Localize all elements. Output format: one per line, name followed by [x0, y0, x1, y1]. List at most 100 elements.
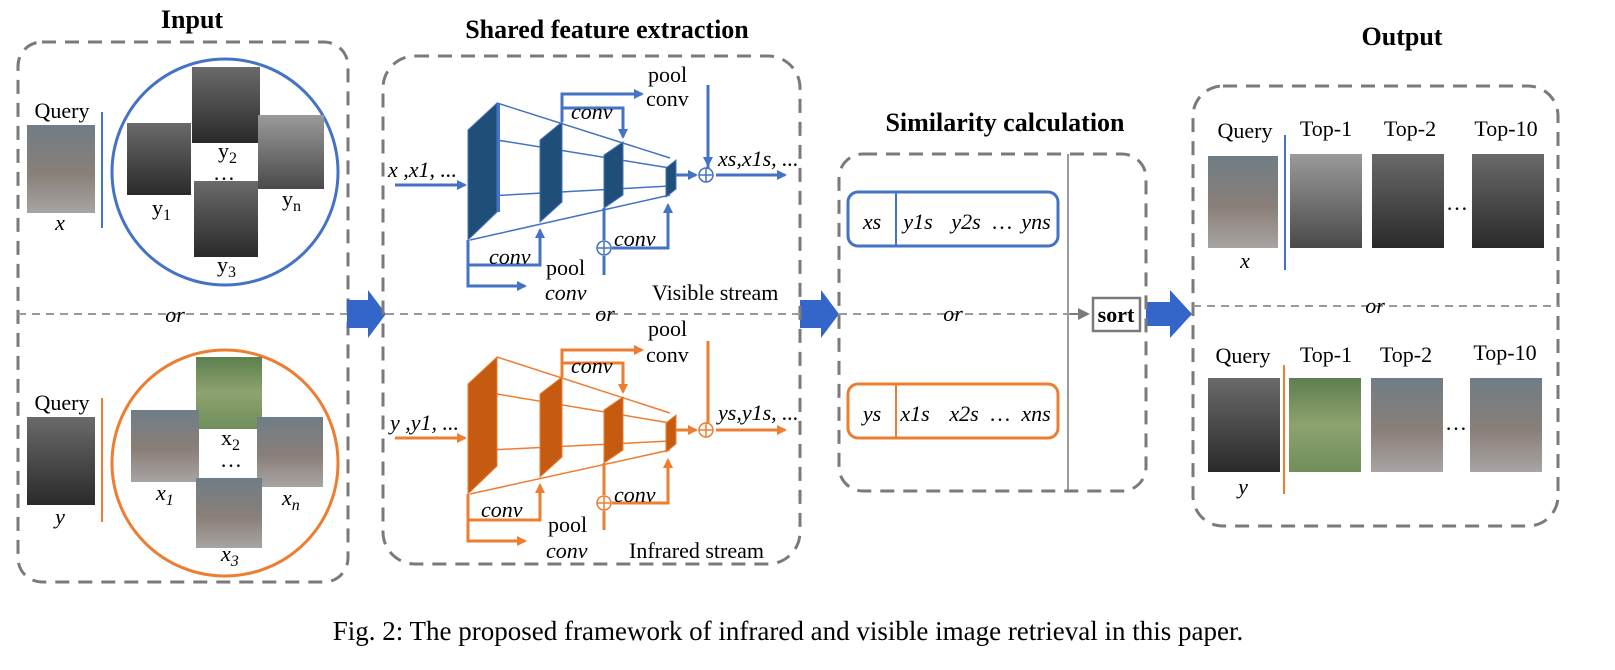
output-top-query-var: x: [1239, 248, 1250, 273]
visible-conv-block-3: [603, 141, 624, 209]
input-top-gallery-label-n: yn: [282, 186, 301, 215]
input-title: Input: [161, 5, 223, 34]
visible-conv-block-1: [467, 101, 498, 242]
output-top-query-label: Query: [1218, 118, 1273, 143]
input-bottom-gallery-label-3: x3: [220, 541, 239, 570]
similarity-dashed-box: [837, 152, 1148, 493]
sort-to-output-arrow: [1146, 290, 1192, 338]
features-title: Shared feature extraction: [465, 15, 749, 44]
output-bottom-query-label: Query: [1216, 343, 1271, 368]
output-panel: Output or Query Top-1 Top-2 Top-10 … x Q…: [1191, 22, 1560, 528]
output-top-dots: …: [1446, 190, 1468, 215]
infrared-stream-label: Infrared stream: [629, 538, 764, 563]
output-top-result-10: [1472, 154, 1544, 248]
input-top-gallery-image-2: [192, 67, 260, 143]
input-top-gallery-circle: [110, 57, 340, 287]
output-top-label-2: Top-2: [1384, 116, 1436, 141]
output-bottom-result-10: [1470, 378, 1542, 472]
visible-similarity-item-2: y2s: [949, 209, 980, 234]
input-bottom-query-image: [27, 417, 95, 505]
sort-box: [1091, 296, 1142, 333]
input-bottom-gallery-circle: [110, 348, 340, 578]
output-bottom-label-1: Top-1: [1300, 342, 1352, 367]
output-bottom-result-2: [1371, 378, 1443, 472]
visible-similarity-item-n: yns: [1019, 209, 1050, 234]
input-top-gallery-label-1: y1: [152, 195, 171, 224]
infrared-similarity-item-2: x2s: [948, 401, 978, 426]
output-top-result-2: [1372, 154, 1444, 248]
input-to-features-arrow: [347, 290, 386, 338]
visible-input-label: x ,x1, ...: [387, 157, 457, 182]
output-title: Output: [1362, 22, 1443, 51]
infrared-output-label: ys,y1s, ...: [716, 400, 799, 425]
similarity-panel: Similarity calculation xs y1s y2s … yns …: [837, 108, 1148, 493]
output-bottom-result-1: [1289, 378, 1361, 472]
infrared-conv-label-bottom: conv: [546, 538, 588, 563]
input-bottom-gallery-label-n: xn: [281, 485, 300, 514]
output-bottom-label-2: Top-2: [1380, 342, 1432, 367]
input-or-label: or: [165, 302, 185, 327]
visible-conv-block-4: [665, 158, 677, 199]
input-bottom-gallery-image-2: [196, 357, 262, 429]
infrared-conv-block-1: [467, 355, 498, 496]
output-top-result-1: [1290, 154, 1362, 248]
infrared-conv-label-right: conv: [614, 482, 656, 507]
visible-conv-block-2: [539, 120, 563, 224]
figure-caption: Fig. 2: The proposed framework of infrar…: [333, 616, 1244, 646]
input-bottom-gallery-dots: …: [220, 447, 242, 472]
similarity-title: Similarity calculation: [885, 108, 1125, 137]
input-top-gallery-label-2: y2: [218, 138, 237, 167]
features-panel: Shared feature extraction or: [381, 15, 802, 566]
input-top-query-image: [27, 125, 95, 213]
input-bottom-query-label: Query: [35, 390, 90, 415]
visible-conv-label-right: conv: [614, 226, 656, 251]
infrared-conv-label-mid: conv: [571, 353, 613, 378]
infrared-similarity-head: ys: [861, 401, 881, 426]
output-bottom-label-10: Top-10: [1473, 340, 1536, 365]
visible-pool-label-bottom: pool: [546, 255, 585, 280]
output-or-label: or: [1365, 293, 1385, 318]
input-top-gallery-label-3: y3: [217, 252, 236, 281]
output-bottom-query-var: y: [1236, 474, 1248, 499]
features-or-label: or: [595, 301, 615, 326]
input-top-query-var: x: [54, 210, 65, 235]
infrared-similarity-item-1: x1s: [899, 401, 929, 426]
input-top-gallery-image-3: [194, 181, 258, 257]
infrared-pool-label-bottom: pool: [548, 512, 587, 537]
output-top-label-1: Top-1: [1300, 116, 1352, 141]
output-bottom-dots: …: [1445, 410, 1467, 435]
infrared-conv-block-4: [665, 413, 677, 454]
infrared-input-label: y ,y1, ...: [388, 410, 459, 435]
infrared-conv-label-top: conv: [646, 342, 689, 367]
input-panel: Input or Query x y2 … y1 yn y3 Query y x…: [16, 5, 350, 584]
input-top-gallery-dots: …: [213, 160, 235, 185]
output-bottom-query-image: [1208, 378, 1280, 472]
input-top-gallery-image-n: [258, 115, 324, 189]
features-to-similarity-arrow: [800, 290, 839, 338]
similarity-or-label: or: [943, 301, 963, 326]
visible-conv-label-top: conv: [646, 86, 689, 111]
sort-label: sort: [1098, 302, 1135, 327]
input-bottom-gallery-label-2: x2: [221, 425, 240, 454]
input-bottom-gallery-image-3: [196, 478, 262, 548]
input-bottom-gallery-image-n: [257, 417, 323, 487]
visible-pool-label: pool: [648, 62, 687, 87]
visible-similarity-item-1: y1s: [901, 209, 932, 234]
output-top-label-10: Top-10: [1474, 116, 1537, 141]
input-top-gallery-image-1: [127, 123, 191, 195]
visible-stream-network: x ,x1, ... xs,x1s, ... pool conv conv co…: [387, 62, 799, 305]
visible-similarity-row: [846, 190, 1060, 248]
features-dashed-box: [381, 54, 802, 566]
output-top-query-image: [1208, 156, 1278, 248]
visible-conv-label-mid: conv: [571, 99, 613, 124]
infrared-conv-label-left: conv: [481, 497, 523, 522]
visible-stream-label: Visible stream: [652, 280, 778, 305]
infrared-pool-label: pool: [648, 316, 687, 341]
visible-similarity-dots: …: [991, 209, 1013, 234]
visible-conv-label-left: conv: [489, 244, 531, 269]
infrared-conv-block-2: [539, 375, 563, 479]
input-bottom-gallery-image-1: [131, 410, 199, 482]
infrared-similarity-row: [846, 382, 1060, 440]
input-top-query-label: Query: [35, 98, 90, 123]
